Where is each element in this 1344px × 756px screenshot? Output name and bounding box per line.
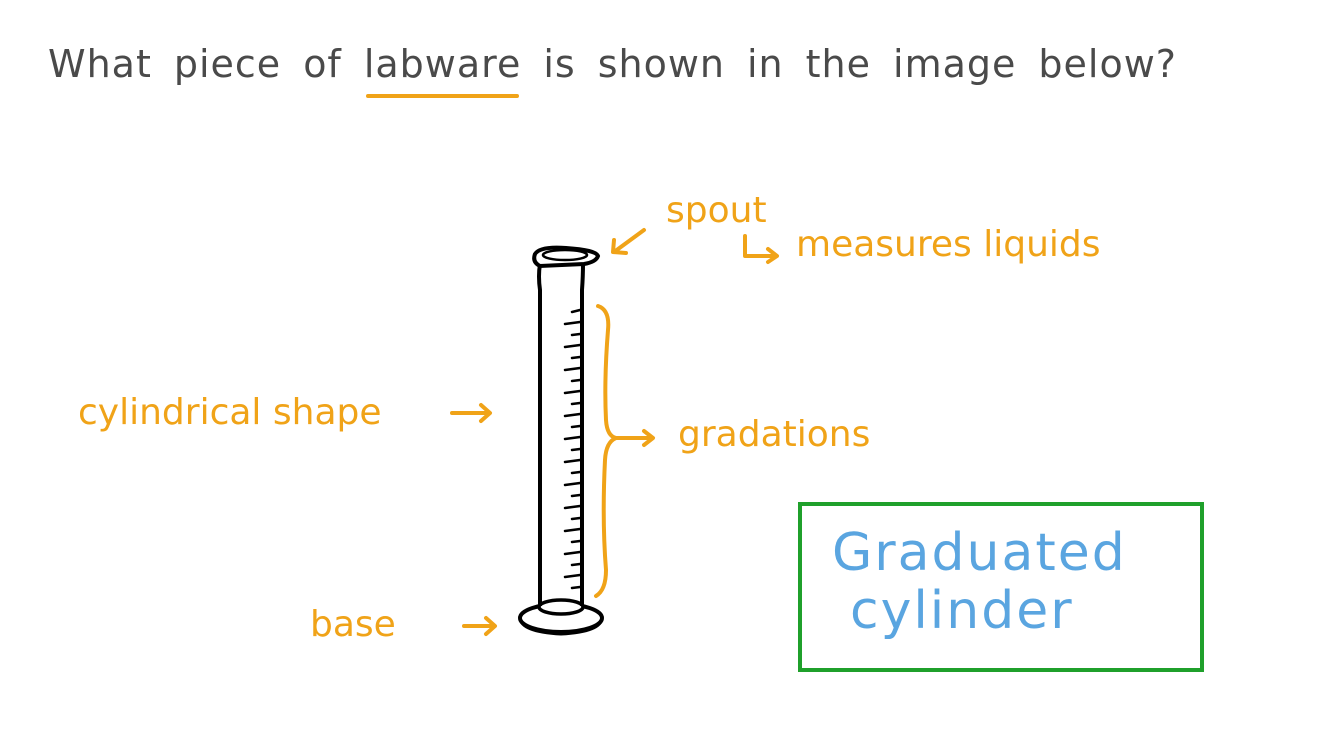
gradation-marks-icon xyxy=(563,308,582,590)
question-word: the xyxy=(805,42,872,86)
cylindrical-arrow-icon xyxy=(450,403,492,423)
question-word: piece xyxy=(173,42,282,86)
base-arrow-icon xyxy=(462,616,497,636)
answer-line-1: Graduated xyxy=(832,523,1127,583)
cylinder-spout-icon xyxy=(532,245,601,269)
label-cylindrical-shape: cylindrical shape xyxy=(78,392,382,433)
answer-box: Graduated cylinder xyxy=(798,502,1204,672)
highlighted-keyword: labware xyxy=(363,42,522,98)
label-spout: spout xyxy=(666,190,767,231)
question-word: What xyxy=(48,42,152,86)
cylinder-base-icon xyxy=(518,598,604,636)
spout-arrow-icon xyxy=(611,228,646,255)
label-base: base xyxy=(310,604,396,645)
question-word: below? xyxy=(1038,42,1177,86)
answer-line-2: cylinder xyxy=(850,581,1074,641)
label-gradations: gradations xyxy=(678,414,871,455)
question-word: is xyxy=(543,42,576,86)
question-word: shown xyxy=(597,42,725,86)
gradations-brace-icon xyxy=(594,304,655,598)
hook-arrow-icon xyxy=(743,234,779,264)
answer-text: Graduated cylinder xyxy=(832,524,1127,640)
label-measures-liquids: measures liquids xyxy=(796,224,1101,265)
question-word: of xyxy=(303,42,342,86)
question-word: in xyxy=(746,42,784,86)
question-word: image xyxy=(893,42,1017,86)
cylinder-tube-icon xyxy=(537,263,585,606)
